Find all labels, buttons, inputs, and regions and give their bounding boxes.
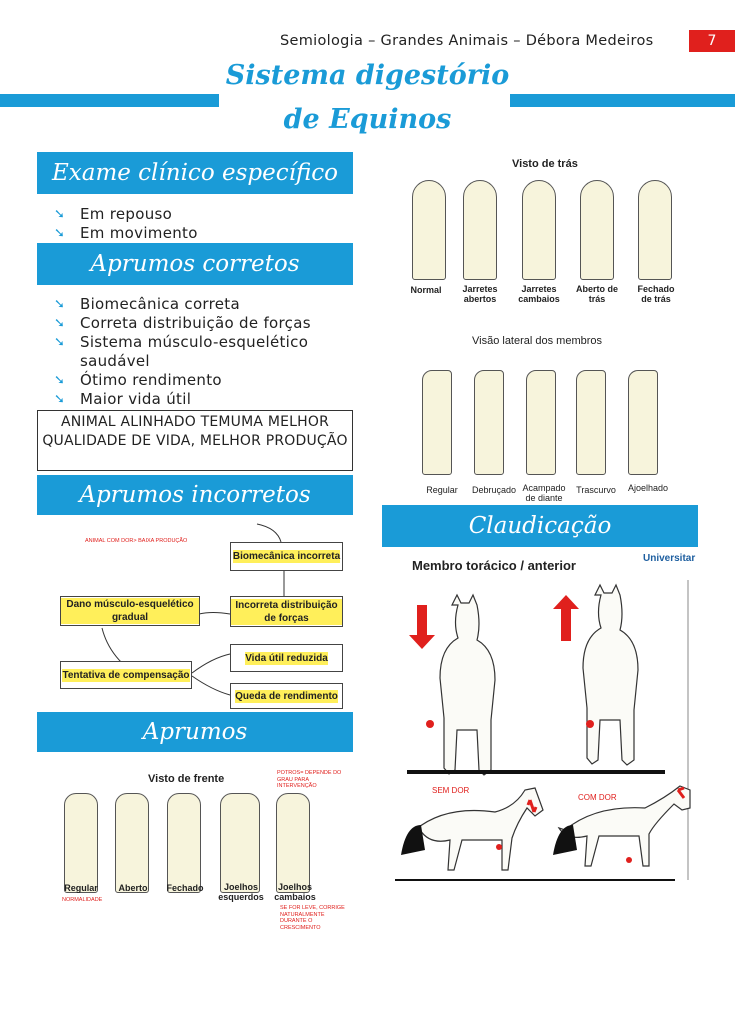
horse-hind-illustration: [463, 180, 497, 280]
label-acampado: Acampado de diante: [522, 483, 566, 503]
arrow-down-icon: [409, 605, 435, 649]
figure-title: Visto de frente: [148, 773, 225, 785]
arrow-icon: ➘: [54, 392, 66, 407]
label-fechado-de-tras: Fechado de trás: [637, 284, 675, 304]
horse-legs-illustration: [64, 793, 98, 893]
label-regular: Regular: [426, 485, 458, 495]
lameness-illustration: [395, 580, 691, 881]
claudicacao-figure: Membro torácico / anterior Universitar S…: [385, 550, 705, 885]
list-item: ➘Maior vida útil: [54, 390, 192, 408]
sem-dor-label: SEM DOR: [432, 786, 470, 795]
label-ajoelhado: Ajoelhado: [627, 483, 669, 493]
figure-title: Membro torácico / anterior: [412, 558, 576, 573]
arrow-icon: ➘: [54, 226, 66, 241]
label-joelhos-esquerdos: Joelhos esquerdos: [218, 882, 264, 902]
section-aprumos-title: Aprumos: [37, 712, 353, 752]
title-bar-right: [510, 94, 735, 107]
section-corretos-title: Aprumos corretos: [37, 243, 353, 285]
flow-box-biomecanica: Biomecânica incorreta: [230, 542, 343, 571]
label-jarretes-cambaios: Jarretes cambaios: [518, 284, 560, 304]
page-title-line2: de Equinos: [283, 104, 452, 135]
arrow-up-icon: [553, 595, 579, 641]
normalidade-note: NORMALIDADE: [62, 897, 103, 903]
flow-box-dano: Dano músculo-esquelético gradual: [60, 596, 200, 626]
incorretos-flowchart: ANIMAL COM DOR> BAIXA PRODUÇÃO Biomecâni…: [37, 518, 353, 709]
exame-list: ➘Em repouso ➘Em movimento: [50, 205, 198, 243]
horse-hind-illustration: [522, 180, 556, 280]
section-claudicacao-title: Claudicação: [382, 505, 698, 547]
label-normal: Normal: [410, 285, 442, 295]
page-title-line1: Sistema digestório: [225, 60, 510, 91]
label-jarretes-abertos: Jarretes abertos: [462, 284, 498, 304]
horse-legs-illustration: [220, 793, 260, 893]
corretos-list: ➘Biomecânica correta ➘Correta distribuiç…: [50, 295, 350, 409]
horse-legs-illustration: [115, 793, 149, 893]
horse-side-leg-illustration: [422, 370, 452, 475]
horse-side-leg-illustration: [576, 370, 606, 475]
label-aberto-de-tras: Aberto de trás: [575, 284, 618, 304]
title-bar-left: [0, 94, 219, 107]
visao-lateral-figure: Visão lateral dos membros Regular Debruç…: [400, 330, 690, 505]
visto-de-tras-figure: Visto de trás Normal Jarretes abertos Ja…: [400, 150, 690, 310]
flowchart-arrows: [101, 523, 285, 696]
horse-legs-illustration: [167, 793, 201, 893]
cambaios-note: SE FOR LEVE, CORRIGE NATURALMENTE DURANT…: [280, 905, 345, 931]
label-fechado: Fechado: [166, 883, 204, 893]
horse-side-leg-illustration: [474, 370, 504, 475]
label-debrucado: Debruçado: [471, 485, 517, 495]
com-dor-label: COM DOR: [578, 793, 617, 802]
arrow-icon: ➘: [54, 207, 66, 222]
label-joelhos-cambaios: Joelhos cambaios: [274, 882, 316, 902]
arrow-icon: ➘: [54, 335, 66, 350]
label-trascurvo: Trascurvo: [576, 485, 616, 495]
flow-box-rendimento: Queda de rendimento: [230, 683, 343, 709]
visto-de-frente-figure: Visto de frente POTROS= DEPENDE DO GRAU …: [40, 760, 360, 935]
list-item: ➘Correta distribuição de forças: [54, 314, 311, 332]
figure-title: Visto de trás: [512, 158, 578, 170]
flowchart-red-note: ANIMAL COM DOR> BAIXA PRODUÇÃO: [85, 538, 188, 544]
label-regular: Regular: [64, 883, 98, 893]
page-number: 7: [689, 30, 735, 52]
section-incorretos-title: Aprumos incorretos: [37, 475, 353, 515]
arrow-icon: ➘: [54, 316, 66, 331]
potros-note: POTROS= DEPENDE DO GRAU PARA INTERVENÇÃO: [277, 770, 342, 789]
arrow-icon: ➘: [54, 297, 66, 312]
flow-box-distribuicao: Incorreta distribuição de forças: [230, 596, 343, 627]
list-item: ➘Biomecânica correta: [54, 295, 240, 313]
brand-logo: Universitar: [643, 553, 696, 564]
list-item: ➘Ótimo rendimento: [54, 371, 222, 389]
arrow-icon: ➘: [54, 373, 66, 388]
horse-side-leg-illustration: [526, 370, 556, 475]
note-box: ANIMAL ALINHADO TEMUMA MELHOR QUALIDADE …: [37, 410, 353, 471]
horse-hind-illustration: [638, 180, 672, 280]
figure-title: Visão lateral dos membros: [472, 335, 603, 347]
section-exame-title: Exame clínico específico: [37, 152, 353, 194]
running-header: Semiologia – Grandes Animais – Débora Me…: [280, 33, 654, 49]
label-aberto: Aberto: [118, 883, 148, 893]
horse-hind-illustration: [412, 180, 446, 280]
list-item: ➘Sistema músculo-esquelético saudável: [54, 333, 309, 370]
flow-box-vida-util: Vida útil reduzida: [230, 644, 343, 672]
horse-hind-illustration: [580, 180, 614, 280]
flow-box-compensacao: Tentativa de compensação: [60, 661, 192, 689]
horse-legs-illustration: [276, 793, 310, 893]
horse-side-leg-illustration: [628, 370, 658, 475]
list-item: ➘Em repouso: [54, 205, 173, 223]
list-item: ➘Em movimento: [54, 224, 198, 242]
